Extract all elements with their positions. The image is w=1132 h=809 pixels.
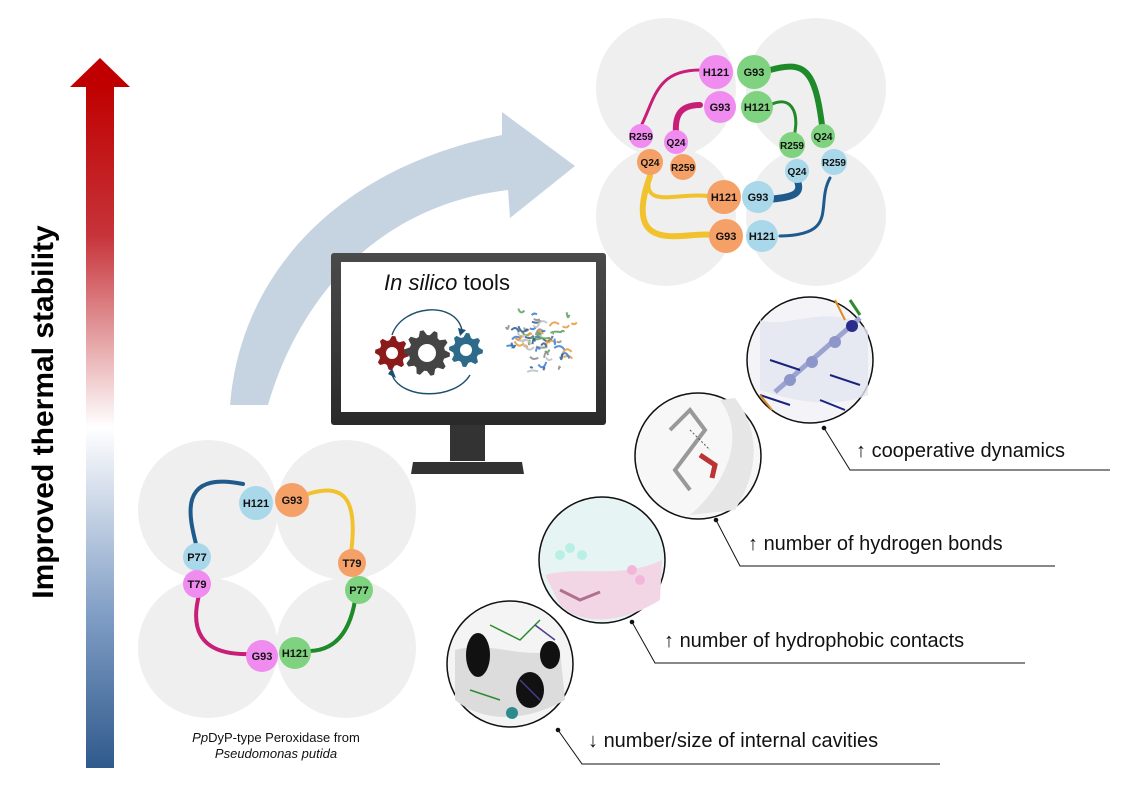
zoom-hydrogen-bonds xyxy=(634,392,762,520)
svg-text:G93: G93 xyxy=(744,67,765,79)
imp-residue-h121: H121 xyxy=(741,91,773,123)
wt-residue-g93: G93 xyxy=(246,640,278,672)
wild-type-domains xyxy=(138,440,416,718)
svg-text:H121: H121 xyxy=(744,102,770,114)
svg-text:G93: G93 xyxy=(748,192,769,204)
imp-residue-r259: R259 xyxy=(670,154,696,180)
svg-text:R259: R259 xyxy=(629,132,653,143)
improved-domains xyxy=(596,18,886,286)
zoom-hydrophobic-contacts xyxy=(538,496,666,624)
zoom-internal-cavities xyxy=(446,600,574,728)
protein-structure-icon xyxy=(504,308,578,373)
imp-residue-h121: H121 xyxy=(707,180,741,214)
wt-residue-t79: T79 xyxy=(183,570,211,598)
imp-residue-r259: R259 xyxy=(779,132,805,158)
gear-gray-icon xyxy=(404,330,450,376)
svg-text:H121: H121 xyxy=(749,231,775,243)
property-cooperative-dynamics: ↑ cooperative dynamics xyxy=(856,440,1065,462)
svg-text:R259: R259 xyxy=(822,158,846,169)
imp-residue-q24: Q24 xyxy=(664,130,688,154)
svg-text:H121: H121 xyxy=(282,648,308,660)
svg-text:H121: H121 xyxy=(711,192,737,204)
imp-residue-q24: Q24 xyxy=(811,124,835,148)
svg-text:H121: H121 xyxy=(243,498,269,510)
in-silico-tools-title: In silico tools xyxy=(384,270,510,295)
svg-text:Q24: Q24 xyxy=(814,132,833,143)
wt-residue-g93: G93 xyxy=(275,483,309,517)
wt-residue-h121: H121 xyxy=(239,486,273,520)
imp-residue-h121: H121 xyxy=(699,55,733,89)
wt-residue-h121: H121 xyxy=(279,637,311,669)
gear-red-icon xyxy=(375,336,409,370)
property-hydrogen-bonds: ↑ number of hydrogen bonds xyxy=(748,533,1003,555)
svg-text:G93: G93 xyxy=(282,495,303,507)
wt-residue-p77: P77 xyxy=(183,543,211,571)
imp-residue-q24: Q24 xyxy=(637,149,663,175)
wt-residue-t79: T79 xyxy=(338,549,366,577)
svg-text:R259: R259 xyxy=(780,141,804,152)
imp-residue-g93: G93 xyxy=(737,55,771,89)
protein-caption: PpDyP-type Peroxidase from Pseudomonas p… xyxy=(192,730,360,761)
svg-text:T79: T79 xyxy=(343,558,362,570)
imp-residue-g93: G93 xyxy=(709,219,743,253)
wt-residue-p77: P77 xyxy=(345,576,373,604)
svg-text:G93: G93 xyxy=(252,651,273,663)
property-hydrophobic-contacts: ↑ number of hydrophobic contacts xyxy=(664,630,965,652)
imp-residue-q24: Q24 xyxy=(785,159,809,183)
monitor xyxy=(331,253,606,474)
imp-residue-r259: R259 xyxy=(629,124,653,148)
svg-text:P77: P77 xyxy=(349,585,369,597)
svg-text:T79: T79 xyxy=(188,579,207,591)
cycle-arrows xyxy=(388,309,471,395)
zoom-cooperative-dynamics xyxy=(746,296,874,424)
svg-text:Q24: Q24 xyxy=(788,167,807,178)
svg-text:G93: G93 xyxy=(716,231,737,243)
imp-residue-r259: R259 xyxy=(821,149,847,175)
curved-arrow xyxy=(230,112,575,405)
imp-residue-g93: G93 xyxy=(704,91,736,123)
svg-text:Q24: Q24 xyxy=(667,138,686,149)
label-leaders xyxy=(555,425,1110,765)
svg-text:G93: G93 xyxy=(710,102,731,114)
svg-text:H121: H121 xyxy=(703,67,729,79)
imp-residue-g93: G93 xyxy=(742,181,774,213)
svg-text:R259: R259 xyxy=(671,163,695,174)
axis-label: Improved thermal stability xyxy=(27,225,60,599)
gear-teal-icon xyxy=(449,333,483,367)
property-internal-cavities: ↓ number/size of internal cavities xyxy=(588,730,879,752)
svg-text:P77: P77 xyxy=(187,552,207,564)
thermal-stability-arrow xyxy=(70,58,130,768)
imp-residue-h121: H121 xyxy=(746,220,778,252)
svg-text:Q24: Q24 xyxy=(641,158,660,169)
